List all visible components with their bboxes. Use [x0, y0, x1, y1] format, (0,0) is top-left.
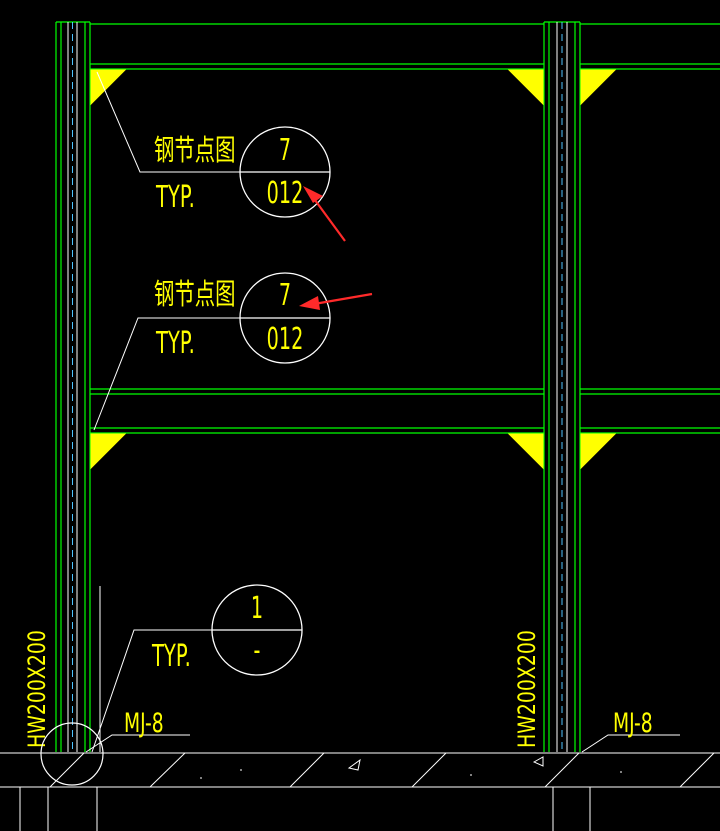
callout-2-detail-number: 7 [279, 278, 291, 313]
column-left [55, 21, 91, 752]
callout-1-detail-number: 7 [279, 133, 291, 168]
callout-3-tag: TYP. [151, 639, 191, 673]
base-label-right: MJ-8 [613, 709, 653, 739]
gusset-plate [580, 433, 617, 470]
gusset-plate [90, 433, 127, 470]
gusset-plate [507, 69, 544, 106]
markup-arrow-2 [299, 292, 373, 310]
callout-2-title: 钢节点图 [154, 277, 236, 310]
beam-middle [90, 388, 720, 434]
column-left-section-label: HW200X200 [24, 630, 52, 748]
column-right [543, 21, 581, 752]
markup-arrow-1 [303, 186, 346, 242]
gusset-plates [90, 69, 617, 470]
detail-callout-2: 钢节点图 TYP. 7 012 [154, 272, 331, 364]
callout-3-detail-number: 1 [251, 591, 263, 626]
beam-upper [90, 23, 720, 70]
base-detail-circle [40, 722, 104, 786]
ground-slab [0, 752, 720, 831]
detail-callout-3: TYP. 1 - [151, 584, 303, 676]
leader-lines [85, 71, 680, 753]
base-label-left: MJ-8 [124, 709, 164, 739]
callout-3-sheet: - [254, 633, 261, 668]
callout-2-sheet: 012 [267, 322, 304, 357]
gusset-plate [507, 433, 544, 470]
callout-1-title: 钢节点图 [154, 133, 236, 166]
detail-callout-1: 钢节点图 TYP. 7 012 [154, 126, 331, 218]
gusset-plate [90, 69, 127, 106]
callout-2-tag: TYP. [155, 326, 195, 360]
column-right-section-label: HW200X200 [514, 630, 542, 748]
callout-1-tag: TYP. [155, 180, 195, 214]
gusset-plate [580, 69, 617, 106]
callout-1-sheet: 012 [267, 176, 304, 211]
